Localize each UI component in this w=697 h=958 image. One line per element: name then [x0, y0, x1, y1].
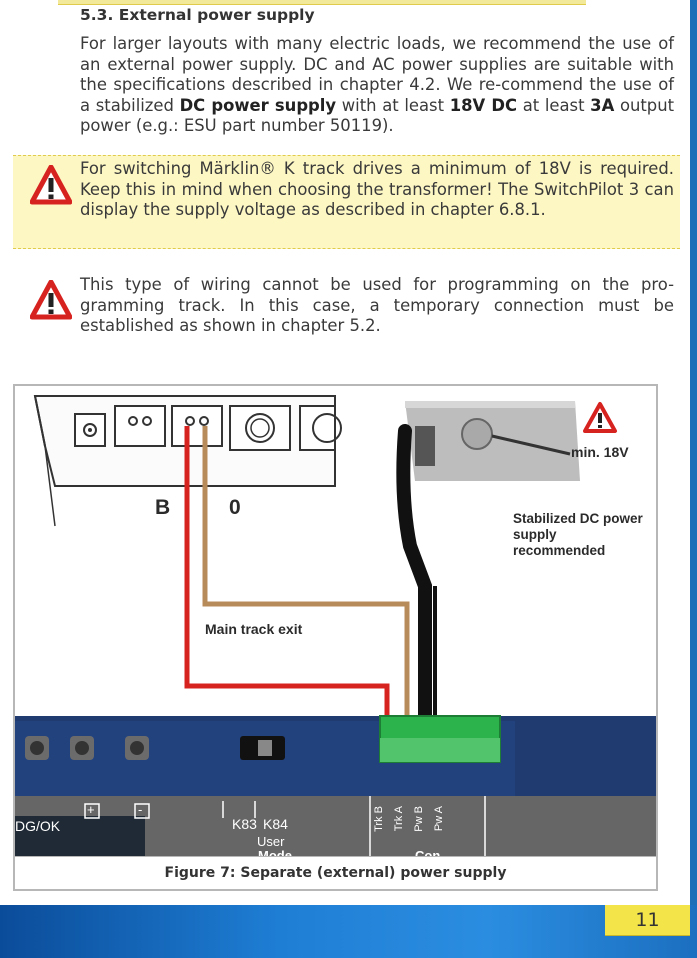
label-b: B — [155, 496, 171, 519]
warning-text-1: For switching Märklin® K track drives a … — [80, 159, 674, 219]
terminal-label: Pw A — [433, 806, 445, 832]
wiring-photo — [15, 386, 656, 856]
para-text-4: output power (e.g.: ESU part number 5011… — [80, 95, 675, 136]
warning-icon — [30, 165, 72, 205]
label-0: 0 — [229, 496, 241, 519]
terminal-label: Trk A — [393, 806, 405, 832]
board-k83: K83 — [232, 816, 257, 832]
page-number: 11 — [605, 905, 690, 936]
board-plus: + — [87, 802, 95, 817]
para-text-1: For larger layouts with many electric lo… — [80, 34, 674, 115]
dc-supply-bold: DC power supply — [179, 95, 337, 115]
min-voltage-label: min. 18V — [571, 444, 629, 460]
wiring-figure: B 0 Main track exit min. 18V Stabilized … — [13, 384, 658, 891]
main-track-label: Main track exit — [205, 621, 303, 637]
warning-icon — [30, 280, 72, 320]
board-minus: - — [138, 802, 143, 817]
board-dg-ok: DG/OK — [15, 818, 61, 834]
terminal-label: Trk B — [373, 806, 385, 832]
board-user: User — [257, 834, 285, 849]
top-rule — [58, 0, 586, 5]
para-text-3: at least — [517, 95, 591, 115]
warning-text-2: This type of wiring cannot be used for p… — [80, 275, 674, 335]
figure-caption-box: Figure 7: Separate (external) power supp… — [15, 856, 656, 889]
footer-band — [0, 905, 697, 958]
terminal-label: Pw B — [413, 806, 425, 832]
warning-box — [13, 155, 680, 249]
body-paragraph: For larger layouts with many electric lo… — [80, 34, 674, 137]
figure-caption: Figure 7: Separate (external) power supp… — [164, 865, 507, 881]
amps-bold: 3A — [590, 95, 615, 115]
voltage-bold: 18V DC — [449, 95, 518, 115]
psu-note: Stabilized DC power supply recommended — [513, 511, 643, 558]
para-text-2: with at least — [336, 95, 450, 115]
section-title: 5.3. External power supply — [80, 6, 315, 24]
right-edge-strip — [690, 0, 697, 905]
board-k84: K84 — [263, 816, 288, 832]
